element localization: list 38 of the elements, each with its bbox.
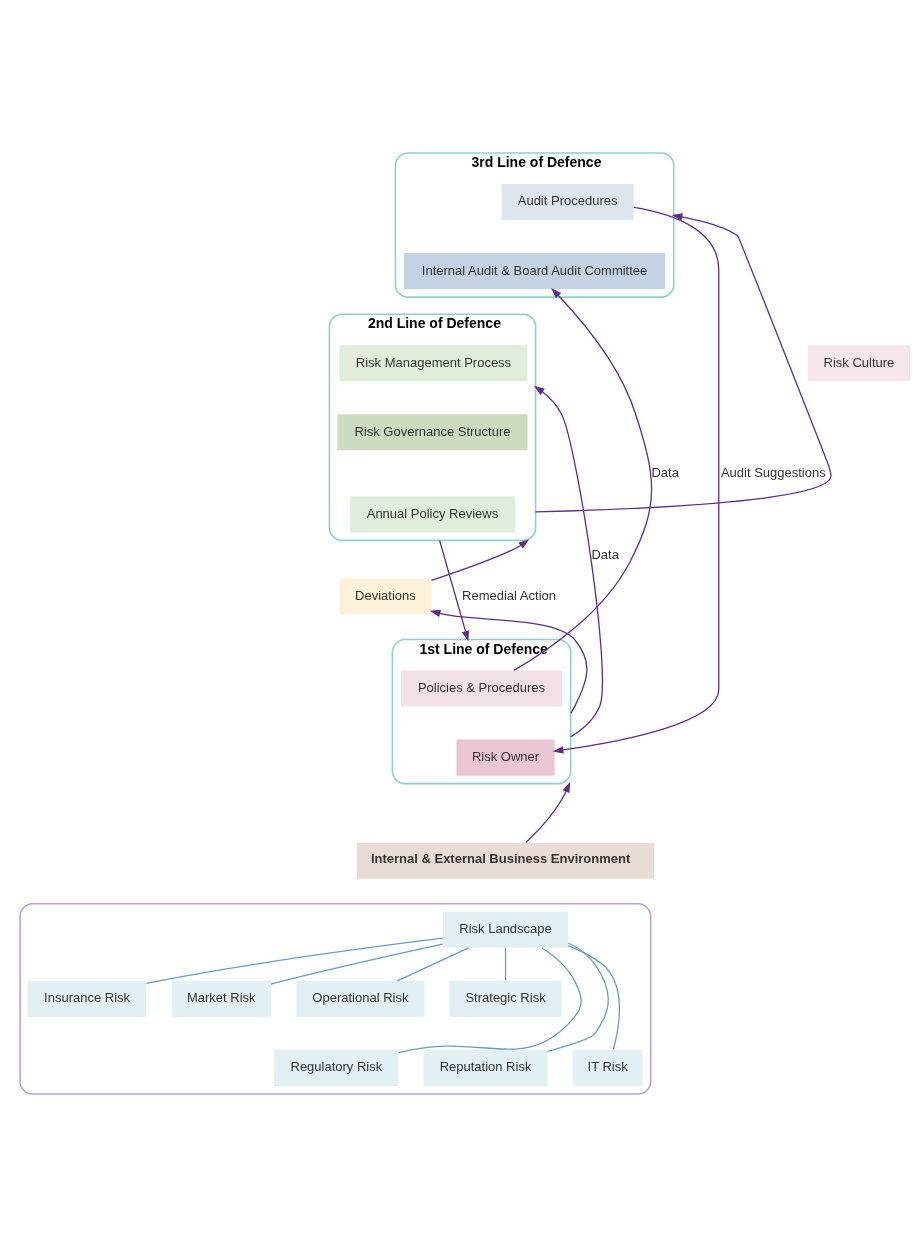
arrow	[513, 287, 653, 672]
connector	[567, 944, 620, 1051]
node-box: Audit Procedures	[501, 184, 634, 221]
connector	[397, 947, 582, 1054]
arrow	[533, 385, 603, 738]
arrow	[534, 213, 832, 513]
node-box: Risk Management Process	[339, 345, 528, 382]
connector	[396, 947, 470, 982]
node-box: Strategic Risk	[449, 980, 562, 1017]
connector	[270, 943, 444, 985]
node-box: Risk Landscape	[443, 911, 569, 948]
node-box: Operational Risk	[296, 980, 425, 1017]
node-box: Insurance Risk	[28, 980, 147, 1017]
arrow	[525, 781, 571, 844]
cluster	[19, 903, 652, 1095]
node-box: Market Risk	[171, 980, 271, 1017]
arrow	[430, 539, 530, 582]
node-box: Deviations	[339, 578, 432, 615]
connector	[145, 937, 444, 985]
arrow	[552, 206, 720, 754]
arrow	[429, 609, 588, 714]
node-box: Regulatory Risk	[274, 1049, 399, 1086]
node-box: Internal Audit & Board Audit Committee	[403, 253, 666, 290]
arrow	[438, 539, 470, 642]
node-box: Reputation Risk	[423, 1049, 548, 1086]
edge-label: Data	[591, 546, 619, 562]
node-box: Risk Culture	[807, 345, 910, 382]
edge-label: Remedial Action	[462, 587, 557, 603]
connector	[547, 942, 609, 1053]
node-box: Internal & External Business Environment	[356, 842, 655, 879]
node-box: Policies & Procedures	[400, 670, 563, 707]
node-box: Annual Policy Reviews	[349, 496, 516, 533]
edge-label: Audit Suggestions	[720, 464, 826, 480]
connector	[504, 947, 507, 982]
node-box: Risk Governance Structure	[337, 414, 528, 451]
edge-label: Data	[651, 464, 679, 480]
node-box: Risk Owner	[456, 739, 555, 776]
node-box: IT Risk	[572, 1049, 643, 1086]
